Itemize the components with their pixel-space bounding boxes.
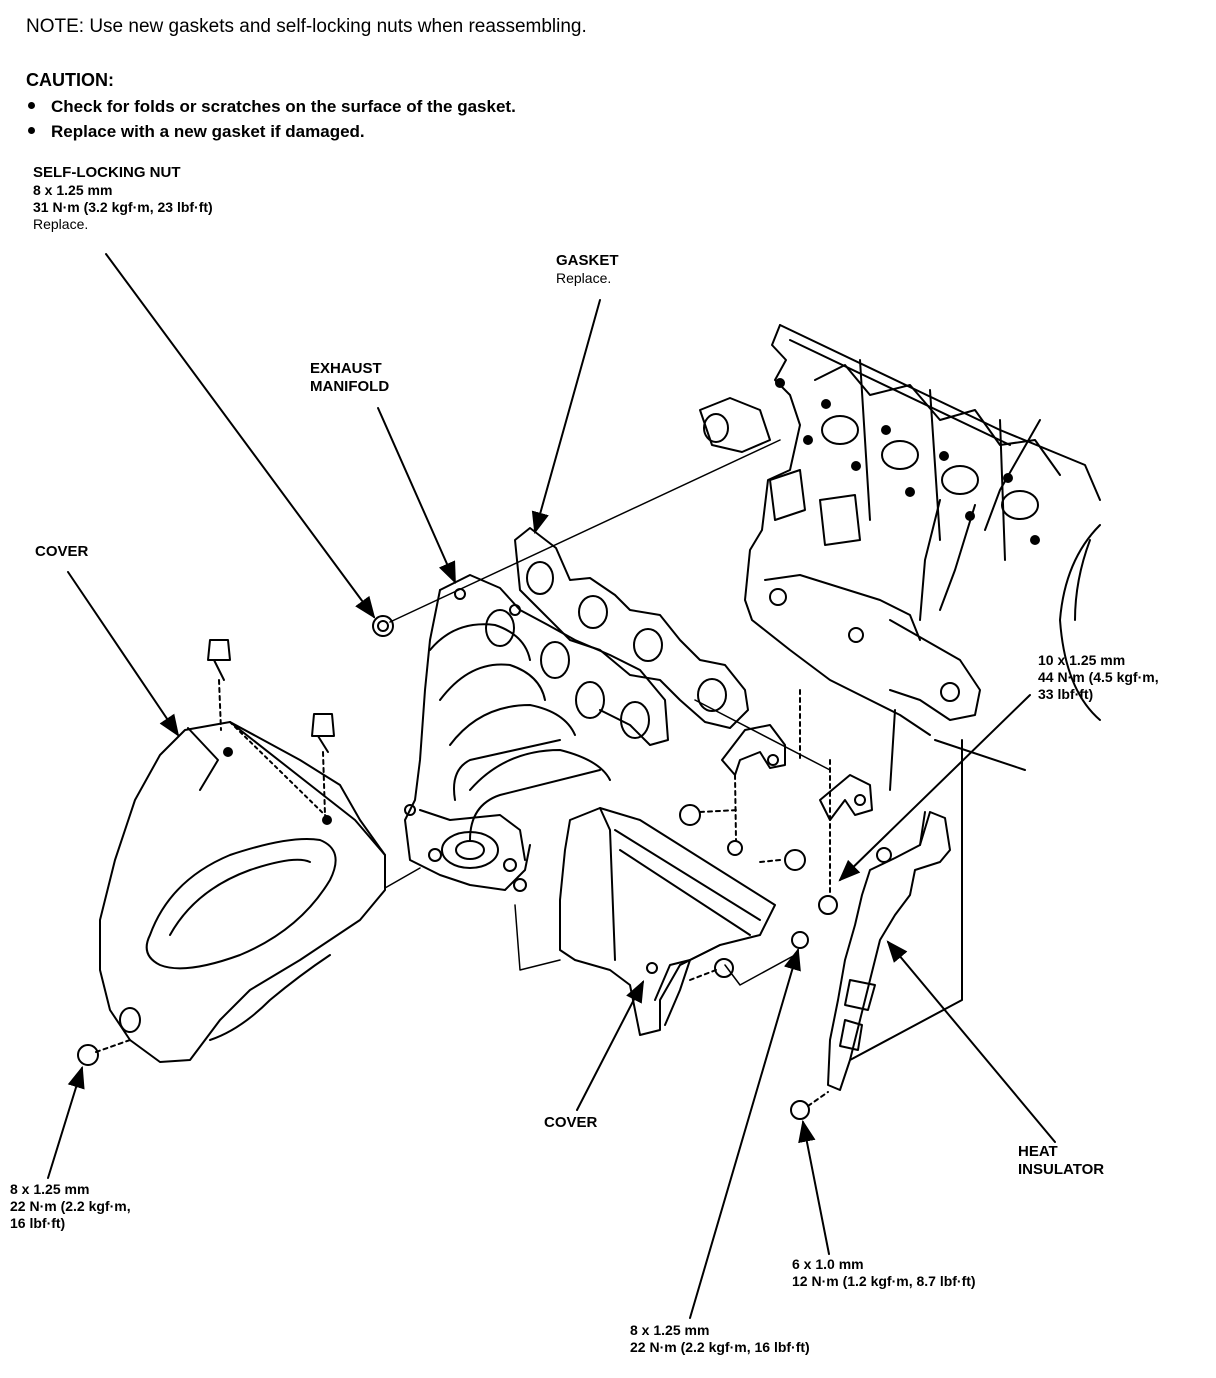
brackets [679, 689, 873, 949]
callout-spec: 33 lbf·ft) [1038, 686, 1094, 703]
self-locking-nut [372, 615, 394, 637]
alignment-lines [384, 439, 963, 1061]
caution-title: CAUTION: [26, 70, 114, 90]
callout-name: MANIFOLD [310, 377, 390, 395]
leader-arrows [47, 253, 1056, 1319]
callout-spec: Replace. [556, 270, 612, 287]
heat-insulator [790, 811, 951, 1120]
callout-self-locking-nut: SELF-LOCKING NUT 8 x 1.25 mm 31 N·m (3.2… [33, 164, 213, 234]
callout-spec: 16 lbf·ft) [10, 1215, 66, 1232]
callout-spec: 44 N·m (4.5 kgf·m, [1038, 669, 1159, 686]
callout-bolt-6: 6 x 1.0 mm 12 N·m (1.2 kgf·m, 8.7 lbf·ft… [792, 1256, 976, 1290]
callout-spec: 31 N·m (3.2 kgf·m, 23 lbf·ft) [33, 199, 213, 216]
note-text: NOTE: Use new gaskets and self-locking n… [26, 16, 587, 37]
callout-name: EXHAUST [310, 360, 382, 377]
callout-bolt-8-left: 8 x 1.25 mm 22 N·m (2.2 kgf·m, 16 lbf·ft… [10, 1181, 131, 1232]
callout-cover-left: COVER [35, 543, 89, 560]
caution-item: Replace with a new gasket if damaged. [28, 122, 365, 142]
callout-spec: Replace. [33, 216, 89, 233]
cover-left [99, 721, 386, 1063]
callout-spec: 22 N·m (2.2 kgf·m, 16 lbf·ft) [630, 1339, 810, 1356]
callout-spec: 8 x 1.25 mm [630, 1322, 710, 1338]
callout-heat-insulator: HEAT INSULATOR [1018, 1143, 1104, 1178]
cover-left-bolts [77, 639, 335, 1066]
callout-spec: 12 N·m (1.2 kgf·m, 8.7 lbf·ft) [792, 1273, 976, 1290]
callout-bolt-8-center: 8 x 1.25 mm 22 N·m (2.2 kgf·m, 16 lbf·ft… [630, 1322, 810, 1356]
callout-name: INSULATOR [1018, 1160, 1105, 1178]
gasket [514, 527, 749, 729]
bullet-icon [28, 127, 35, 135]
bullet-icon [28, 102, 35, 110]
callout-spec: 6 x 1.0 mm [792, 1256, 864, 1272]
callout-spec: 8 x 1.25 mm [10, 1181, 90, 1197]
caution-item: Check for folds or scratches on the surf… [28, 97, 516, 117]
callout-cover-center: COVER [544, 1114, 598, 1131]
callout-spec: 22 N·m (2.2 kgf·m, [10, 1198, 131, 1215]
callout-bolt-10: 10 x 1.25 mm 44 N·m (4.5 kgf·m, 33 lbf·f… [1038, 652, 1159, 703]
callout-spec: 10 x 1.25 mm [1038, 652, 1126, 668]
exhaust-manifold [404, 574, 669, 892]
callout-name: GASKET [556, 252, 619, 269]
callout-gasket: GASKET Replace. [556, 252, 619, 287]
callout-name: HEAT [1018, 1143, 1058, 1160]
callout-name: SELF-LOCKING NUT [33, 164, 181, 181]
cover-center [559, 807, 776, 1036]
callout-spec: 8 x 1.25 mm [33, 182, 113, 199]
callout-exhaust-manifold: EXHAUST MANIFOLD [310, 360, 389, 395]
